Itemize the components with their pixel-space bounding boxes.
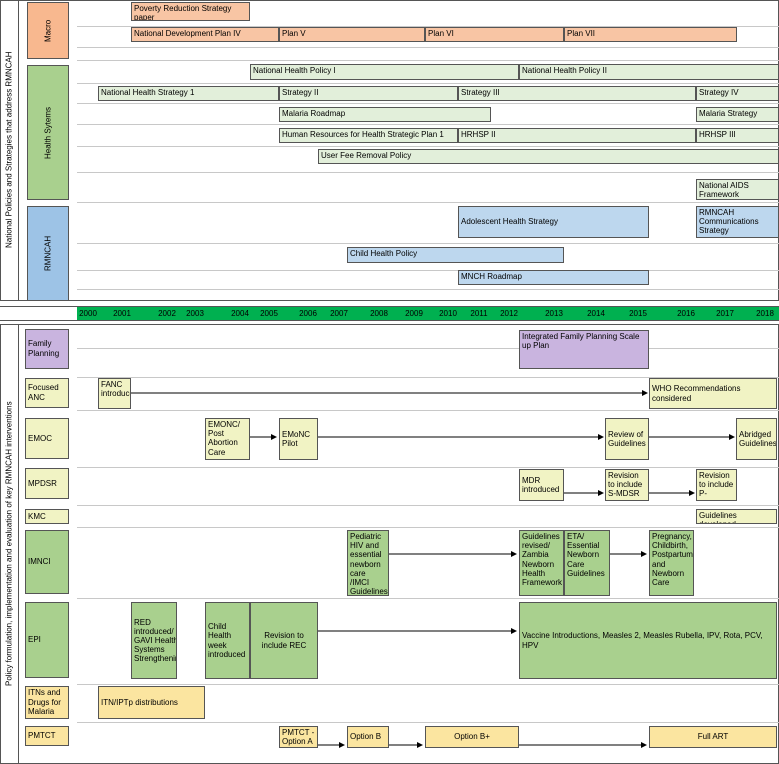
policy-bar: Strategy IV [696, 86, 779, 101]
top-label-divider [18, 0, 19, 301]
arrows [131, 390, 735, 748]
policy-bar: Human Resources for Health Strategic Pla… [279, 128, 458, 143]
event-box: Integrated Family Planning Scale up Plan [519, 330, 649, 369]
event-box: WHO Recommendations considered [649, 378, 777, 409]
event-box: Review of Guidelines [605, 418, 649, 460]
event-box: EMoNC Pilot [279, 418, 318, 460]
gridline [77, 527, 779, 528]
year-axis-band [0, 306, 779, 321]
event-box: RED introduced/ GAVI Health Systems Stre… [131, 602, 177, 679]
gridline [77, 467, 779, 468]
policy-bar: Malaria Roadmap [279, 107, 491, 122]
year-label: 2017 [716, 309, 734, 318]
event-box: Full ART [649, 726, 777, 748]
gridline [77, 505, 779, 506]
event-box: PMTCT - Option A [279, 726, 318, 748]
event-box: MDR introduced [519, 469, 564, 501]
year-label: 2015 [629, 309, 647, 318]
category-pmtct: PMTCT [25, 726, 69, 746]
gridline [77, 103, 779, 104]
gridline [77, 243, 779, 244]
category-family-planning: Family Planning [25, 329, 69, 369]
year-label: 2000 [79, 309, 97, 318]
event-box: Child Health week introduced [205, 602, 250, 679]
gridline [77, 47, 779, 48]
event-box: Option B+ [425, 726, 519, 748]
policy-bar: Poverty Reduction Strategy paper [131, 2, 250, 21]
gridline [77, 684, 779, 685]
year-label: 2009 [405, 309, 423, 318]
year-label: 2007 [330, 309, 348, 318]
year-label: 2003 [186, 309, 204, 318]
event-box: ITN/IPTp distributions [98, 686, 205, 719]
category-focused-anc: Focused ANC [25, 378, 69, 408]
policy-bar: HRHSP II [458, 128, 696, 143]
year-label: 2004 [231, 309, 249, 318]
category-mpdsr: MPDSR [25, 468, 69, 499]
year-label: 2014 [587, 309, 605, 318]
event-box: Guidelines developed [696, 509, 777, 524]
gridline [77, 172, 779, 173]
policy-bar: National Development Plan IV [131, 27, 279, 42]
gridline [77, 83, 779, 84]
gridline [77, 60, 779, 61]
gridline [77, 270, 779, 271]
policy-bar: Plan VII [564, 27, 737, 42]
event-box: EMONC/ Post Abortion Care [205, 418, 250, 460]
event-box: Revision to include S-MDSR [605, 469, 649, 501]
event-box: ETA/ Essential Newborn Care Guidelines [564, 530, 610, 596]
gridline [77, 598, 779, 599]
category-imnci: IMNCI [25, 530, 69, 594]
policy-bar: MNCH Roadmap [458, 270, 649, 285]
event-box: FANC introduced [98, 378, 131, 409]
gridline [77, 289, 779, 290]
policy-bar: Strategy III [458, 86, 696, 101]
event-box: Pediatric HIV and essential newborn care… [347, 530, 389, 596]
gridline [77, 146, 779, 147]
policy-bar: National Health Policy II [519, 64, 779, 80]
year-axis-labels: 2000 2001 2002 2003 2004 2005 2006 2007 … [77, 308, 779, 320]
year-label: 2006 [299, 309, 317, 318]
gridline [77, 410, 779, 411]
year-label: 2011 [470, 309, 488, 318]
event-box: Abridged Guidelines [736, 418, 777, 460]
year-label: 2013 [545, 309, 563, 318]
policy-bar: Child Health Policy [347, 247, 564, 263]
policy-bar: National Health Policy I [250, 64, 519, 80]
policy-bar: Adolescent Health Strategy [458, 206, 649, 238]
event-box: Revision to include P-MPDSR [696, 469, 737, 501]
year-label: 2005 [260, 309, 278, 318]
policy-bar: Strategy II [279, 86, 458, 101]
year-label: 2002 [158, 309, 176, 318]
policy-bar: National Health Strategy 1 [98, 86, 279, 101]
event-box: Revision to include REC [250, 602, 318, 679]
bottom-label-divider [18, 324, 19, 764]
event-box: Pregnancy, Childbirth, Postpartum and Ne… [649, 530, 694, 596]
year-axis-spacer [0, 307, 77, 320]
gridline [77, 348, 779, 349]
event-box: Guidelines revised/ Zambia Newborn Healt… [519, 530, 564, 596]
event-box: Option B [347, 726, 389, 748]
year-label: 2012 [500, 309, 518, 318]
year-label: 2016 [677, 309, 695, 318]
year-label: 2001 [113, 309, 131, 318]
policy-bar: Plan V [279, 27, 425, 42]
year-label: 2008 [370, 309, 388, 318]
year-label: 2018 [756, 309, 774, 318]
category-emoc: EMOC [25, 418, 69, 459]
gridline [77, 377, 779, 378]
gridline [77, 124, 779, 125]
event-box: Vaccine Introductions, Measles 2, Measle… [519, 602, 777, 679]
year-label: 2010 [439, 309, 457, 318]
category-itns-drugs-malaria: ITNs and Drugs for Malaria [25, 686, 69, 719]
gridline [77, 722, 779, 723]
gridline [77, 26, 779, 27]
category-epi: EPI [25, 602, 69, 678]
policy-bar: Plan VI [425, 27, 564, 42]
gridline [77, 202, 779, 203]
category-kmc: KMC [25, 509, 69, 524]
